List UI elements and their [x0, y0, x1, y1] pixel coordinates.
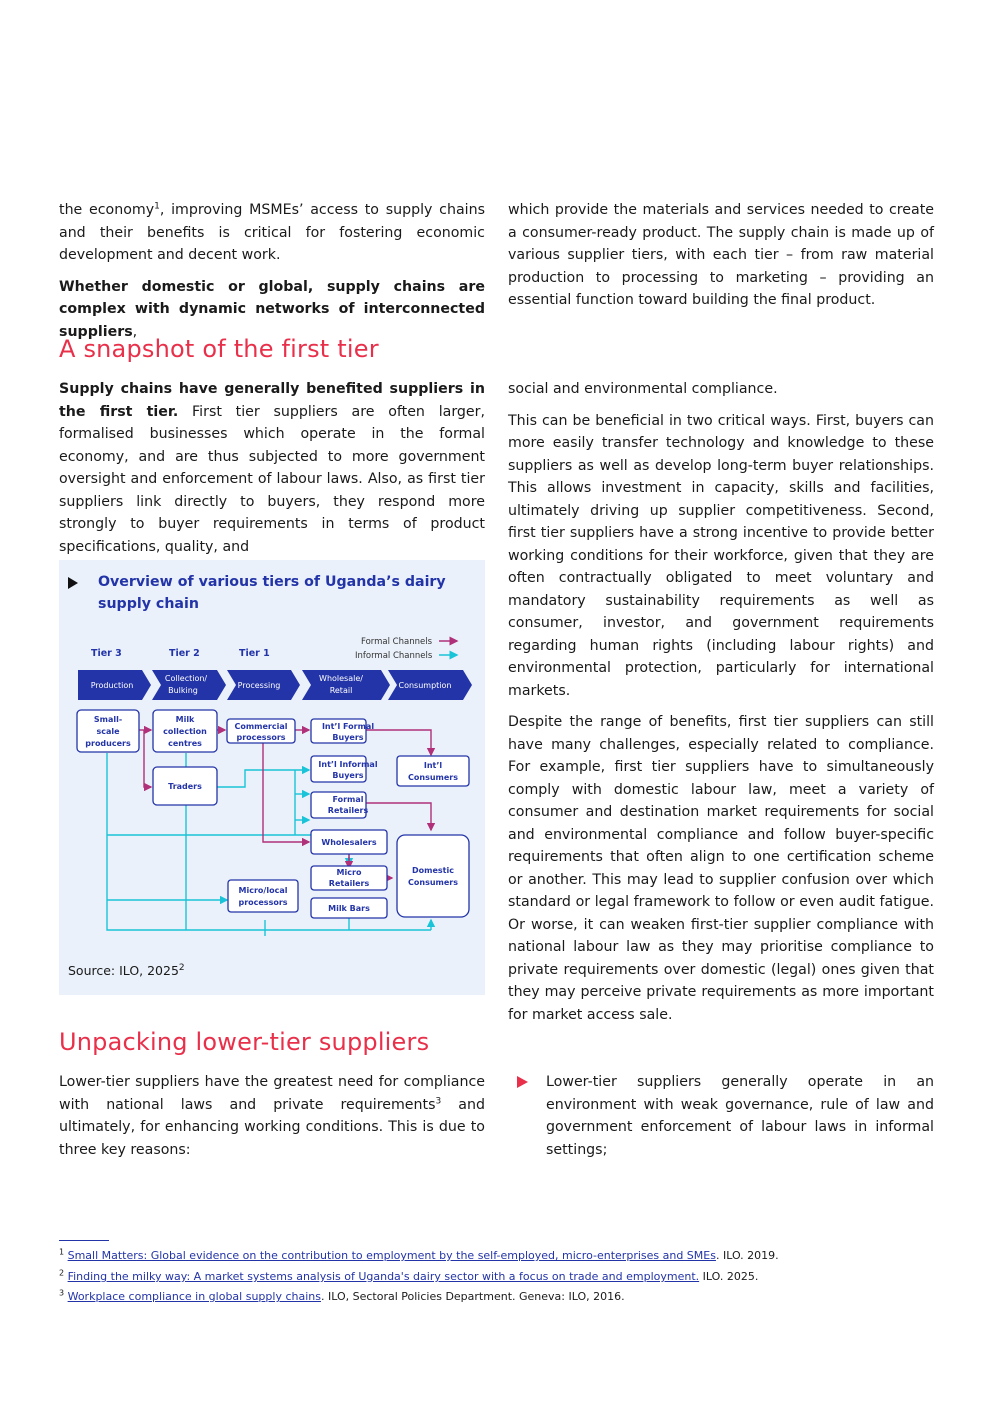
- footnote-3: 3 Workplace compliance in global supply …: [59, 1288, 625, 1303]
- node-label: producers: [85, 739, 131, 748]
- node-label: Consumers: [408, 878, 458, 887]
- node-label: Int’l Formal: [322, 722, 374, 731]
- node-label: processors: [238, 898, 287, 907]
- node-commercial-processors: [226, 718, 296, 744]
- footnote-ref[interactable]: 2: [178, 962, 185, 973]
- node-label: Wholesalers: [321, 838, 376, 847]
- play-arrow-icon: [68, 577, 78, 589]
- footnote-link[interactable]: Small Matters: Global evidence on the co…: [67, 1249, 716, 1262]
- legend-informal-label: Informal Channels: [355, 651, 433, 661]
- stage-processing: [227, 670, 300, 700]
- stage-label: Wholesale/: [319, 674, 363, 683]
- figure-panel: Overview of various tiers of Uganda’s da…: [59, 560, 485, 995]
- node-wholesalers: [310, 829, 388, 855]
- stage-label: Production: [91, 681, 134, 690]
- footnote-link[interactable]: Workplace compliance in global supply ch…: [67, 1290, 321, 1303]
- node-label: Domestic: [412, 866, 454, 875]
- list-item: Lower-tier suppliers generally operate i…: [546, 1074, 934, 1158]
- node-micro-local-processors: [227, 879, 299, 913]
- footnote-ref[interactable]: 3: [435, 1095, 442, 1106]
- stage-wholesale: [302, 670, 390, 700]
- stage-label: Collection/: [165, 674, 208, 683]
- footnote-link[interactable]: Finding the milky way: A market systems …: [67, 1270, 700, 1283]
- paragraph: Despite the range of benefits, first tie…: [508, 714, 934, 1023]
- footnote-1: 1 Small Matters: Global evidence on the …: [59, 1247, 779, 1262]
- node-domestic-consumers: [396, 834, 470, 918]
- section2-col1-text: Lower-tier suppliers have the greatest n…: [59, 1071, 485, 1161]
- section2-bullet-text: Lower-tier suppliers generally operate i…: [546, 1071, 934, 1161]
- node-label: centres: [168, 739, 202, 748]
- node-label: Milk Bars: [328, 904, 370, 913]
- figure-title: Overview of various tiers of Uganda’s da…: [98, 574, 446, 612]
- col2-top-text: which provide the materials and services…: [508, 199, 934, 312]
- supply-chain-diagram: Formal Channels Informal Channels Tier 3…: [76, 636, 472, 936]
- legend-formal-label: Formal Channels: [361, 637, 433, 647]
- node-label: collection: [163, 727, 207, 736]
- paragraph: Supply chains have generally benefited s…: [59, 381, 485, 555]
- tier-label: Tier 2: [169, 648, 200, 659]
- stage-collection: [152, 670, 226, 700]
- node-intl-formal-buyers: [310, 718, 367, 744]
- node-label: Buyers: [332, 771, 363, 780]
- tier-label: Tier 1: [239, 648, 270, 659]
- bullet-arrow-icon: [517, 1076, 528, 1088]
- section-heading-lower-tier: Unpacking lower-tier suppliers: [59, 1028, 430, 1056]
- node-formal-retailers: [310, 791, 367, 819]
- node-label: Micro: [337, 868, 362, 877]
- section1-col2-text: social and environmental compliance. Thi…: [508, 378, 934, 1026]
- stage-label: Retail: [330, 686, 353, 695]
- node-label: Traders: [168, 782, 202, 791]
- paragraph: the economy1, improving MSMEs’ access to…: [59, 201, 485, 263]
- paragraph: This can be beneficial in two critical w…: [508, 412, 934, 699]
- node-small-scale-producers: [76, 709, 140, 753]
- node-traders: [152, 766, 218, 806]
- node-label: processors: [236, 733, 285, 742]
- node-label: Buyers: [332, 733, 363, 742]
- node-intl-informal-buyers: [310, 755, 367, 783]
- footnote-ref[interactable]: 1: [154, 201, 160, 212]
- node-label: Commercial: [234, 722, 287, 731]
- stage-label: Consumption: [399, 681, 452, 690]
- node-micro-retailers: [310, 865, 388, 891]
- node-label: scale: [96, 727, 120, 736]
- stage-label: Bulking: [168, 686, 198, 695]
- node-milk-collection-centres: [152, 709, 218, 753]
- node-label: Retailers: [329, 879, 370, 888]
- node-label: Retailers: [328, 806, 369, 815]
- stage-production: [78, 670, 151, 700]
- paragraph: social and environmental compliance.: [508, 381, 778, 397]
- figure-source: Source: ILO, 20252: [68, 962, 185, 978]
- stage-label: Processing: [238, 681, 281, 690]
- paragraph: Lower-tier suppliers have the greatest n…: [59, 1074, 486, 1158]
- footnote-2: 2 Finding the milky way: A market system…: [59, 1268, 759, 1283]
- tier-label: Tier 3: [91, 648, 122, 659]
- col1-top-text: the economy1, improving MSMEs’ access to…: [59, 199, 485, 343]
- node-label: Formal: [332, 795, 363, 804]
- node-label: Int’l Informal: [318, 760, 377, 769]
- section1-col1-text: Supply chains have generally benefited s…: [59, 378, 485, 558]
- node-label: Consumers: [408, 773, 458, 782]
- paragraph: Whether domestic or global, supply chain…: [59, 278, 485, 340]
- node-label: Small-: [94, 715, 122, 724]
- footnote-divider: [59, 1240, 109, 1241]
- section-heading-first-tier: A snapshot of the first tier: [59, 335, 379, 363]
- paragraph: which provide the materials and services…: [508, 202, 934, 308]
- stage-chevrons: [78, 670, 472, 700]
- node-label: Milk: [176, 715, 195, 724]
- node-label: Micro/local: [239, 886, 288, 895]
- node-milk-bars: [310, 897, 388, 919]
- node-label: Int’l: [424, 761, 443, 770]
- stage-consumption: [388, 670, 472, 700]
- node-intl-consumers: [396, 755, 470, 787]
